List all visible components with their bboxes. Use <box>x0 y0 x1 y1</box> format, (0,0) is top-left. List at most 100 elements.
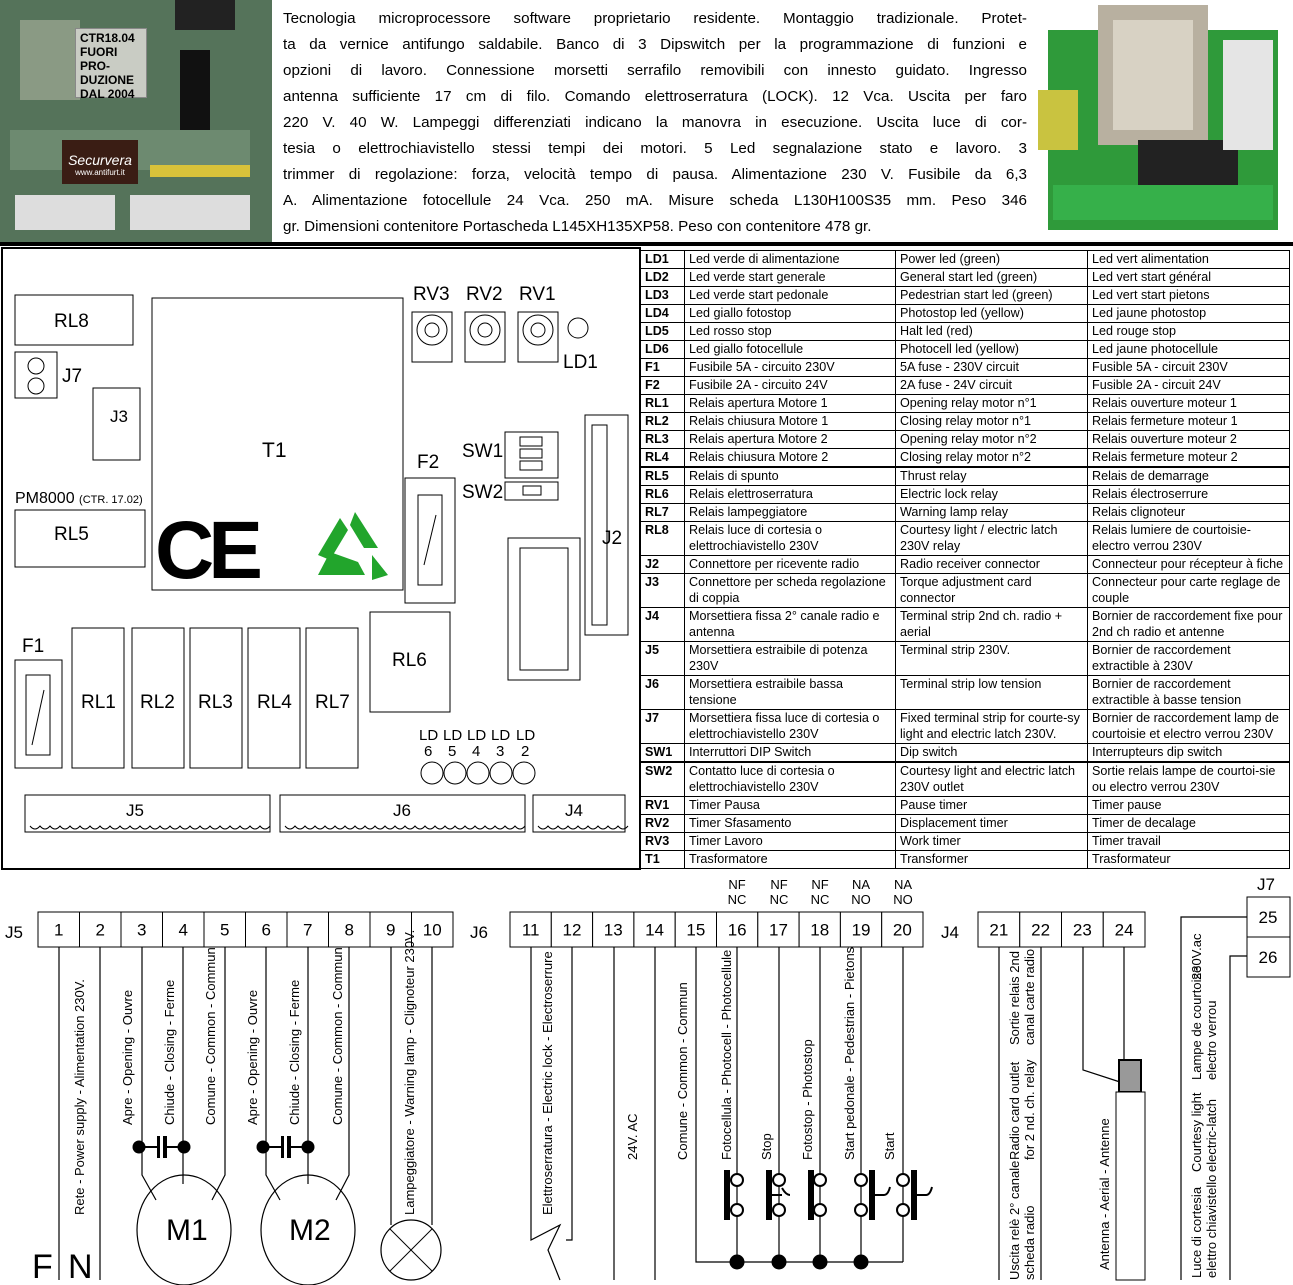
j5-label: J5 <box>5 923 23 942</box>
legend-cell-en: Power led (green) <box>895 250 1088 269</box>
legend-cell-code: LD3 <box>640 286 685 305</box>
svg-text:LD: LD <box>491 727 510 744</box>
legend-cell-en: Terminal strip 2nd ch. radio + aerial <box>895 607 1088 642</box>
legend-cell-en: Courtesy light and electric latch 230V o… <box>895 761 1088 797</box>
legend-cell-fr: Timer travail <box>1087 832 1290 851</box>
led-indicators <box>420 761 536 785</box>
legend-cell-it: Connettore per scheda regolazione di cop… <box>684 573 896 608</box>
terminal-9: 9 <box>369 911 412 948</box>
contact-type: NC <box>811 892 830 907</box>
legend-cell-en: Photocell led (yellow) <box>895 340 1088 359</box>
contact-icons <box>724 1170 933 1220</box>
terminal-25: 25 <box>1246 896 1291 938</box>
label-line: FUORI PRO- <box>80 45 118 73</box>
contact-type: NO <box>851 892 871 907</box>
contact-type: NC <box>770 892 789 907</box>
terminal-2: 2 <box>79 911 122 948</box>
legend-cell-it: Relais apertura Motore 1 <box>684 394 896 413</box>
legend-cell-code: RL2 <box>640 412 685 431</box>
recycle-icon <box>318 512 388 580</box>
legend-cell-it: Trasformatore <box>684 850 896 869</box>
description-line: gr. Dimensioni contenitore Portascheda L… <box>283 218 872 235</box>
legend-cell-en: Dip switch <box>895 743 1088 763</box>
legend-cell-fr: Relais de demarrage <box>1087 466 1290 486</box>
wire-label: Chiude - Closing - Ferme <box>287 980 302 1125</box>
j3-label: J3 <box>110 407 128 426</box>
wire-label: Start pedonale - Pedestrian - Pietons <box>842 946 857 1160</box>
legend-cell-code: RL6 <box>640 485 685 504</box>
wire-label: Uscita relè 2° canale <box>1007 1161 1022 1280</box>
legend-cell-fr: Timer pause <box>1087 796 1290 815</box>
legend-cell-en: Electric lock relay <box>895 485 1088 504</box>
legend-cell-en: Closing relay motor n°1 <box>895 412 1088 431</box>
legend-cell-fr: Led jaune photostop <box>1087 304 1290 323</box>
legend-cell-code: RL5 <box>640 466 685 486</box>
legend-cell-it: Relais chiusura Motore 1 <box>684 412 896 431</box>
wire-label: Comune - Common - Commun <box>330 947 345 1125</box>
legend-cell-code: F2 <box>640 376 685 395</box>
legend-cell-code: T1 <box>640 850 685 869</box>
legend-cell-fr: Fusible 2A - circuit 24V <box>1087 376 1290 395</box>
legend-cell-it: Relais lampeggiatore <box>684 503 896 522</box>
legend-cell-fr: Led vert alimentation <box>1087 250 1290 269</box>
legend-cell-fr: Timer de decalage <box>1087 814 1290 833</box>
contact-type: NF <box>728 877 745 892</box>
board-outline <box>1 247 641 870</box>
fuse-f1 <box>14 659 63 769</box>
contact-type: NO <box>893 892 913 907</box>
product-description: Tecnologia microprocessore software prop… <box>283 6 1027 240</box>
legend-cell-it: Relais apertura Motore 2 <box>684 430 896 449</box>
svg-text:26: 26 <box>1259 948 1278 967</box>
divider <box>0 242 1293 246</box>
legend-cell-fr: Relais clignoteur <box>1087 503 1290 522</box>
contact-type: NF <box>811 877 828 892</box>
product-photo-board <box>1038 0 1290 238</box>
legend-cell-en: Terminal strip 230V. <box>895 641 1088 676</box>
rl6-label: RL6 <box>392 650 427 671</box>
legend-cell-it: Relais elettroserratura <box>684 485 896 504</box>
legend-cell-fr: Led vert start pietons <box>1087 286 1290 305</box>
terminal-16: 16 <box>716 911 759 948</box>
legend-cell-code: RL3 <box>640 430 685 449</box>
relay-rl7 <box>305 627 359 769</box>
rl5-label: RL5 <box>54 524 89 545</box>
legend-cell-fr: Relais lumiere de courtoisie- electro ve… <box>1087 521 1290 556</box>
wire-label: Start <box>882 1132 897 1160</box>
legend-cell-it: Connettore per ricevente radio <box>684 555 896 574</box>
legend-cell-it: Led giallo fotostop <box>684 304 896 323</box>
wiring-lines <box>58 916 1247 1281</box>
wire-label: for 2 nd. ch. relay <box>1022 1059 1037 1160</box>
svg-text:6: 6 <box>262 921 271 940</box>
svg-text:4: 4 <box>179 921 188 940</box>
terminal-7: 7 <box>286 911 329 948</box>
svg-text:3: 3 <box>137 921 146 940</box>
legend-cell-en: Fixed terminal strip for courte-sy light… <box>895 709 1088 744</box>
legend-cell-en: Work timer <box>895 832 1088 851</box>
legend-cell-code: J2 <box>640 555 685 574</box>
terminal-19: 19 <box>839 911 883 948</box>
j5-board-label: J5 <box>126 801 144 820</box>
description-line: antenna sufficiente 17 cm di filo. Coman… <box>283 88 1027 105</box>
transformer-t1 <box>151 297 404 591</box>
securvera-logo: Securvera www.antifurt.it <box>62 140 138 184</box>
description-line: trimmer di regolazione: forza, velocità … <box>283 166 1027 183</box>
legend-cell-it: Led verde di alimentazione <box>684 250 896 269</box>
svg-text:22: 22 <box>1031 921 1050 940</box>
description-line: ta da vernice antifungo saldabile. Banco… <box>283 36 1027 53</box>
svg-text:7: 7 <box>303 921 312 940</box>
switch-sw2 <box>504 481 559 501</box>
wire-label: Apre - Opening - Ouvre <box>245 990 260 1125</box>
wire-label: electro verrou <box>1204 1001 1219 1080</box>
legend-cell-it: Morsettiera fissa 2° canale radio e ante… <box>684 607 896 642</box>
